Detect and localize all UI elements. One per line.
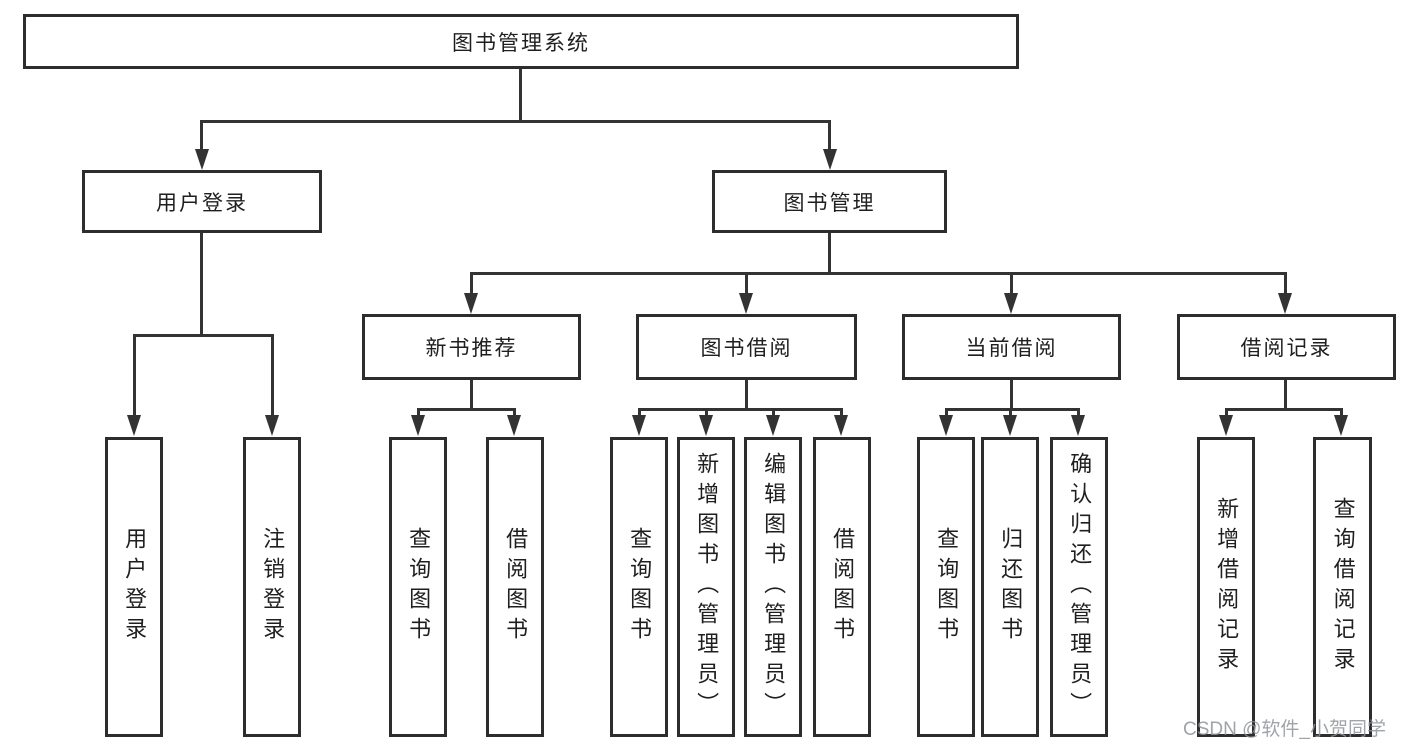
arrowhead-br-add: [1219, 415, 1233, 436]
arrowhead-bb-add: [699, 415, 713, 436]
node-leaf-bb-edit-label: 编辑图书（管理员）: [761, 452, 787, 722]
node-current-borrow: 当前借阅: [902, 314, 1121, 380]
node-borrow-records-label: 借阅记录: [1240, 337, 1333, 360]
node-root: 图书管理系统: [23, 14, 1019, 69]
node-current-borrow-label: 当前借阅: [965, 337, 1058, 360]
node-leaf-cb-confirm: 确认归还（管理员）: [1050, 437, 1108, 737]
connector-drop-bb-borrow: [840, 408, 843, 418]
arrowhead-current-borrow: [1004, 293, 1018, 314]
watermark-text: CSDN @软件_小贺同学: [1183, 719, 1386, 740]
arrowhead-nbr-borrow: [507, 415, 521, 436]
node-leaf-nbr-borrow-label: 借阅图书: [503, 527, 529, 647]
connector-current-borrow-rail: [945, 408, 1080, 411]
node-leaf-bb-query-label: 查询图书: [627, 527, 653, 647]
arrowhead-book-mgmt: [823, 149, 837, 170]
node-leaf-nbr-query: 查询图书: [389, 437, 447, 737]
connector-drop-cb-return: [1009, 408, 1012, 418]
node-leaf-nbr-query-label: 查询图书: [406, 527, 432, 647]
connector-drop-nbr-borrow: [513, 408, 516, 418]
node-leaf-bb-add-label: 新增图书（管理员）: [694, 452, 720, 722]
arrowhead-borrow-records: [1278, 293, 1292, 314]
node-book-borrow: 图书借阅: [636, 314, 857, 380]
node-leaf-br-add-label: 新增借阅记录: [1214, 497, 1240, 677]
node-leaf-user-login: 用户登录: [105, 437, 163, 737]
connector-drop-book-mgmt: [828, 120, 831, 151]
arrowhead-br-query: [1334, 415, 1348, 436]
connector-drop-br-add: [1225, 408, 1228, 418]
connector-drop-cb-confirm: [1077, 408, 1080, 418]
node-leaf-bb-add: 新增图书（管理员）: [677, 437, 735, 737]
connector-drop-cb-query: [945, 408, 948, 418]
arrowhead-user-login: [195, 149, 209, 170]
node-new-book-rec-label: 新书推荐: [425, 337, 518, 360]
node-leaf-nbr-borrow: 借阅图书: [486, 437, 544, 737]
connector-book-mgmt-stem: [828, 233, 831, 275]
arrowhead-cb-return: [1003, 415, 1017, 436]
node-user-login: 用户登录: [82, 170, 322, 233]
connector-borrow-records-rail: [1225, 408, 1342, 411]
connector-drop-book-borrow: [745, 272, 748, 294]
node-leaf-bb-borrow-label: 借阅图书: [830, 527, 856, 647]
node-user-login-label: 用户登录: [156, 191, 248, 215]
connector-drop-leaf-user-login: [133, 334, 136, 417]
connector-drop-new-book-rec: [470, 272, 473, 294]
node-leaf-cb-query-label: 查询图书: [934, 527, 960, 647]
node-book-mgmt-label: 图书管理: [783, 191, 876, 215]
connector-drop-borrow-records: [1284, 272, 1287, 294]
connector-drop-current-borrow: [1010, 272, 1013, 294]
arrowhead-bb-edit: [766, 415, 780, 436]
node-leaf-cb-return: 归还图书: [981, 437, 1039, 737]
node-leaf-br-query: 查询借阅记录: [1313, 437, 1372, 737]
connector-borrow-records-stem: [1284, 380, 1287, 411]
arrowhead-book-borrow: [739, 293, 753, 314]
connector-current-borrow-stem: [1010, 380, 1013, 411]
node-leaf-br-add: 新增借阅记录: [1197, 437, 1255, 737]
connector-book-mgmt-rail: [470, 272, 1287, 275]
connector-book-borrow-stem: [745, 380, 748, 411]
node-leaf-cb-return-label: 归还图书: [998, 527, 1024, 647]
node-book-mgmt: 图书管理: [712, 170, 947, 233]
connector-book-borrow-rail: [638, 408, 843, 411]
node-book-borrow-label: 图书借阅: [700, 337, 793, 360]
connector-drop-bb-edit: [772, 408, 775, 418]
node-borrow-records: 借阅记录: [1177, 314, 1396, 380]
connector-drop-bb-query: [638, 408, 641, 418]
node-leaf-bb-edit: 编辑图书（管理员）: [744, 437, 802, 737]
connector-new-book-rec-rail: [417, 408, 516, 411]
node-leaf-user-login-label: 用户登录: [122, 527, 148, 647]
connector-drop-bb-add: [705, 408, 708, 418]
arrowhead-cb-confirm: [1071, 415, 1085, 436]
arrowhead-bb-borrow: [834, 415, 848, 436]
arrowhead-new-book-rec: [464, 293, 478, 314]
connector-user-login-stem: [200, 233, 203, 337]
node-new-book-rec: 新书推荐: [362, 314, 581, 380]
node-root-label: 图书管理系统: [452, 31, 590, 55]
arrowhead-nbr-query: [411, 415, 425, 436]
arrowhead-cb-query: [939, 415, 953, 436]
arrowhead-leaf-user-login: [127, 415, 141, 436]
connector-root-stem: [519, 69, 522, 123]
node-leaf-bb-borrow: 借阅图书: [813, 437, 871, 737]
connector-root-rail: [200, 120, 831, 123]
connector-drop-user-login: [200, 120, 203, 151]
node-leaf-br-query-label: 查询借阅记录: [1330, 497, 1356, 677]
connector-drop-leaf-logout: [271, 334, 274, 417]
connector-new-book-rec-stem: [470, 380, 473, 411]
connector-drop-nbr-query: [417, 408, 420, 418]
connector-drop-br-query: [1340, 408, 1343, 418]
node-leaf-cb-query: 查询图书: [917, 437, 975, 737]
arrowhead-bb-query: [632, 415, 646, 436]
node-leaf-logout: 注销登录: [243, 437, 301, 737]
node-leaf-bb-query: 查询图书: [610, 437, 668, 737]
connector-user-login-rail: [133, 334, 274, 337]
arrowhead-leaf-logout: [265, 415, 279, 436]
node-leaf-logout-label: 注销登录: [260, 527, 286, 647]
node-leaf-cb-confirm-label: 确认归还（管理员）: [1067, 452, 1093, 722]
